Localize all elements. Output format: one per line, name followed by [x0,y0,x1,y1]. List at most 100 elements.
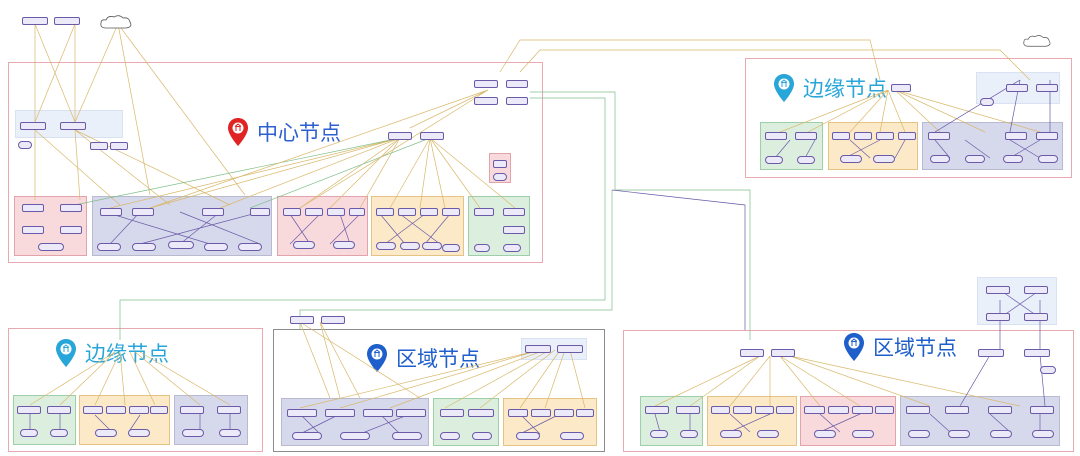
device-node [506,80,528,88]
region-node-title-bottom-right: 区域节点 [843,332,957,362]
device-node [392,432,422,440]
device-node [38,243,64,251]
device-node [755,406,774,414]
device-node [531,409,551,417]
device-node [287,409,317,417]
device-node [22,17,48,25]
region-mid-top-cluster [521,338,587,360]
device-node [765,156,783,164]
device-node [557,345,583,353]
device-node [650,430,668,438]
device-node [182,429,204,437]
device-node [503,226,525,234]
cloud-icon [100,15,132,29]
device-node [840,155,862,163]
device-node [828,406,849,414]
device-node [202,208,224,216]
device-node [422,242,442,250]
device-node [474,208,494,216]
device-node [219,429,241,437]
device-node [986,286,1010,294]
device-node [1030,406,1054,414]
device-node [20,122,46,130]
device-node [54,17,80,25]
device-node [321,316,345,324]
device-node [945,406,969,414]
device-node [898,132,916,140]
location-pin-icon [56,339,76,367]
device-node [854,132,872,140]
device-node [333,241,355,249]
location-pin-icon [367,344,387,372]
edge-node-title-text: 边缘节点 [803,77,887,101]
device-node [132,243,156,251]
device-node [83,406,103,414]
device-node [765,132,787,140]
device-node [22,204,44,212]
device-node [420,132,444,140]
device-node [363,409,393,417]
device-node [440,432,460,440]
device-node [757,430,779,438]
device-node [1006,84,1028,92]
device-node [978,349,1004,357]
device-node [1032,430,1054,438]
device-node [110,142,128,150]
device-node [442,208,460,216]
device-node [325,409,355,417]
device-node [290,316,314,324]
device-node [97,243,121,251]
device-node [928,132,950,140]
device-node [150,406,168,414]
region-node-title-text: 区域节点 [873,336,957,360]
device-node [106,406,126,414]
edge-node-title-top-right: 边缘节点 [773,73,887,103]
device-node [129,406,149,414]
device-node [908,430,930,438]
device-node [1003,155,1023,163]
device-node [525,345,551,353]
device-node [204,243,228,251]
device-node [50,429,68,437]
cloud-icon [1023,35,1051,47]
device-node [814,430,836,438]
device-node [776,406,794,414]
device-node [832,132,850,140]
center-node-title: 中心节点 [227,117,341,147]
device-node [400,242,420,250]
device-node [711,406,730,414]
device-node [554,409,574,417]
device-node [128,429,150,437]
device-node [797,156,815,164]
device-node [22,226,44,234]
location-pin-icon [774,74,794,102]
device-node [503,244,521,252]
device-node [733,406,752,414]
device-node [376,242,396,250]
device-node [680,430,698,438]
device-node [468,409,494,417]
device-node [217,406,241,414]
device-node [645,406,669,414]
center-node-title-text: 中心节点 [257,121,341,145]
region-node-title-text: 区域节点 [396,347,480,371]
device-node [60,226,82,234]
device-node [100,208,122,216]
device-node [95,429,117,437]
device-node [560,432,584,440]
device-node [1040,366,1056,374]
region-node-title-bottom-mid: 区域节点 [366,343,480,373]
device-node [349,208,365,216]
device-node [398,208,416,216]
device-node [60,122,86,130]
device-node [327,208,345,216]
device-node [576,409,594,417]
device-node [20,429,38,437]
device-node [132,208,154,216]
device-node [493,160,507,168]
device-node [876,132,894,140]
device-node [396,409,426,417]
device-node [891,84,911,92]
device-node [740,349,764,357]
